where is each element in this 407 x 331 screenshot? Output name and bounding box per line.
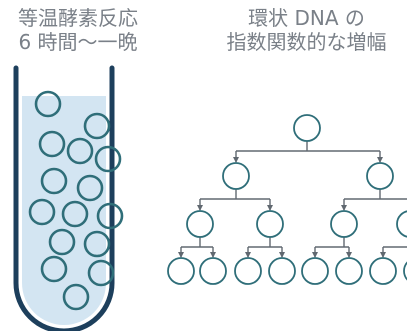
tube-caption: 等温酵素反応 6 時間～一晩	[4, 6, 152, 54]
tube-dna-circle	[38, 130, 66, 158]
tube-dna-circle	[76, 174, 104, 202]
tree-node-level-3	[369, 257, 397, 285]
tube-dna-circle	[87, 259, 115, 287]
tube-dna-circle	[96, 202, 124, 230]
amplification-caption-line-1: 環状 DNA の	[248, 6, 365, 30]
tube-dna-circle	[28, 198, 56, 226]
tube-dna-circle	[62, 283, 90, 311]
tree-node-level-3	[335, 257, 363, 285]
tube-dna-circle	[40, 255, 68, 283]
branching-tree-connectors	[178, 141, 407, 258]
tube-dna-circle	[61, 200, 89, 228]
tree-node-level-3	[301, 257, 329, 285]
tube-caption-line-1: 等温酵素反応	[18, 6, 138, 30]
branching-tree-nodes	[167, 114, 407, 285]
tube-dna-circle	[83, 230, 111, 258]
tube-dna-circle	[66, 137, 94, 165]
tree-node-level-3	[234, 257, 262, 285]
tree-node-level-2	[330, 210, 358, 238]
tube-dna-circle	[40, 167, 68, 195]
amplification-caption: 環状 DNA の 指数関数的な増幅	[206, 6, 407, 54]
tree-node-level-1	[366, 162, 394, 190]
tube-caption-line-2: 6 時間～一晩	[18, 30, 138, 54]
amplification-caption-line-2: 指数関数的な増幅	[226, 30, 387, 54]
tree-node-level-1	[222, 162, 250, 190]
tree-node-level-0	[293, 114, 321, 142]
tree-node-level-3	[199, 257, 227, 285]
tree-node-level-2	[256, 210, 284, 238]
tube-dna-circle	[34, 90, 62, 118]
tree-node-level-3	[167, 257, 195, 285]
tube-dna-circles	[28, 90, 124, 311]
tree-node-level-3	[403, 261, 407, 281]
tree-node-level-3	[268, 257, 296, 285]
tube-dna-circle	[94, 145, 122, 173]
tree-node-level-2	[186, 210, 214, 238]
tube-dna-circle	[48, 228, 76, 256]
tube-dna-circle	[83, 112, 111, 140]
test-tube-icon	[13, 65, 124, 331]
tree-node-level-2	[396, 210, 407, 238]
